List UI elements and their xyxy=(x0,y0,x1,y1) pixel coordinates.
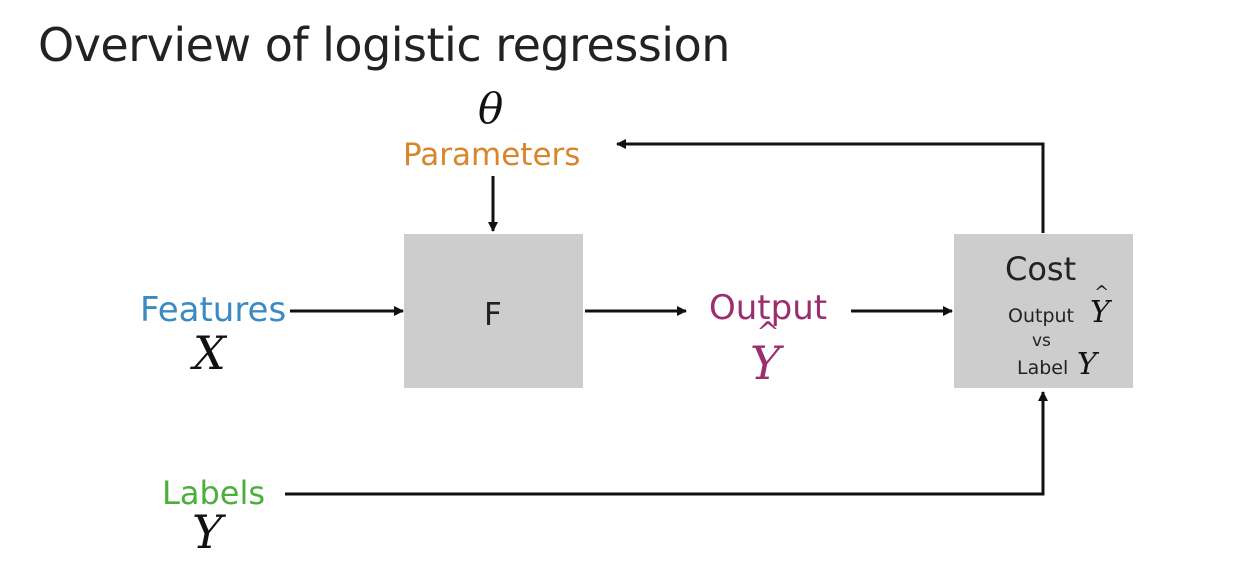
labels-symbol: Y xyxy=(192,505,223,559)
cost-label-symbol: Y xyxy=(1077,347,1097,382)
features-label: Features xyxy=(140,290,287,330)
cost-label-text: Label xyxy=(1017,357,1069,379)
cost-output-symbol: ^ Y xyxy=(1090,282,1110,330)
cost-box xyxy=(954,234,1133,388)
arrow-cost-to-parameters xyxy=(616,139,1045,233)
arrow-labels-to-cost xyxy=(285,391,1048,496)
cost-output-y: Y xyxy=(1090,295,1110,330)
page-title: Overview of logistic regression xyxy=(38,18,730,72)
output-label: Output xyxy=(709,288,828,328)
cost-output-hat: ^ xyxy=(1094,282,1110,303)
output-hat: ^ xyxy=(756,316,780,349)
cost-vs-text: vs xyxy=(1032,331,1051,351)
cost-output-text: Output xyxy=(1008,305,1074,327)
features-symbol: X xyxy=(193,326,226,380)
parameters-label: Parameters xyxy=(403,137,581,173)
theta-symbol: θ xyxy=(478,84,504,133)
f-box-label: F xyxy=(484,297,502,333)
labels-label: Labels xyxy=(162,474,265,512)
output-symbol: ^ Y xyxy=(750,316,781,390)
cost-title: Cost xyxy=(1005,250,1077,288)
output-y: Y xyxy=(750,336,781,390)
f-box xyxy=(404,234,583,388)
